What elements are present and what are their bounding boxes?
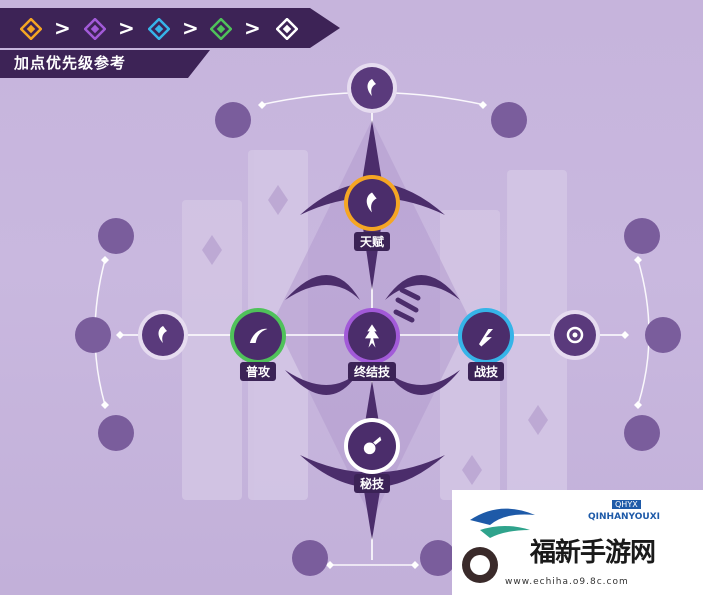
ultimate-label: 终结技 (347, 362, 397, 381)
minor-trace-dot[interactable] (491, 102, 527, 138)
watermark-url: www.echiha.o9.8c.com (505, 577, 629, 587)
priority-banner (0, 8, 340, 48)
watermark (452, 490, 703, 595)
basic-attack-node[interactable] (230, 308, 286, 364)
passive-node-right[interactable] (550, 310, 600, 360)
arrow-icon: > (182, 16, 199, 40)
minor-trace-dot[interactable] (624, 218, 660, 254)
passive-node-top[interactable] (347, 63, 397, 113)
minor-trace-dot[interactable] (98, 218, 134, 254)
swirl-icon (554, 314, 596, 356)
priority-title: 加点优先级参考 (14, 54, 127, 72)
watermark-tag: QHYX (612, 500, 641, 509)
spirit-icon (142, 314, 184, 356)
talent-icon (348, 179, 396, 227)
diamond-orange-icon (20, 18, 42, 40)
spirit-icon (351, 67, 393, 109)
priority-title-banner (0, 50, 210, 78)
watermark-subtitle: QINHANYOUXI (588, 512, 661, 522)
minor-trace-dot[interactable] (645, 317, 681, 353)
minor-trace-dot[interactable] (215, 102, 251, 138)
talent-node[interactable] (344, 175, 400, 231)
skill-node[interactable] (458, 308, 514, 364)
technique-icon (348, 422, 396, 470)
arrow-icon: > (118, 16, 135, 40)
diamond-cyan-icon (148, 18, 170, 40)
technique-label: 秘技 (353, 474, 391, 493)
minor-trace-dot[interactable] (75, 317, 111, 353)
watermark-name: 福新手游网 (530, 538, 656, 568)
ultimate-icon (348, 312, 396, 360)
talent-label: 天赋 (353, 232, 391, 251)
diamond-green-icon (210, 18, 232, 40)
minor-trace-dot[interactable] (292, 540, 328, 576)
basic-attack-icon (234, 312, 282, 360)
minor-trace-dot[interactable] (420, 540, 456, 576)
minor-trace-dot[interactable] (624, 415, 660, 451)
skill-icon (462, 312, 510, 360)
skill-label: 战技 (467, 362, 505, 381)
diamond-purple-icon (84, 18, 106, 40)
arrow-icon: > (244, 16, 261, 40)
basic-attack-label: 普攻 (239, 362, 277, 381)
passive-node-left[interactable] (138, 310, 188, 360)
arrow-icon: > (54, 16, 71, 40)
minor-trace-dot[interactable] (98, 415, 134, 451)
diamond-white-icon (276, 18, 298, 40)
technique-node[interactable] (344, 418, 400, 474)
ultimate-node[interactable] (344, 308, 400, 364)
watermark-logo-icon (462, 508, 535, 583)
